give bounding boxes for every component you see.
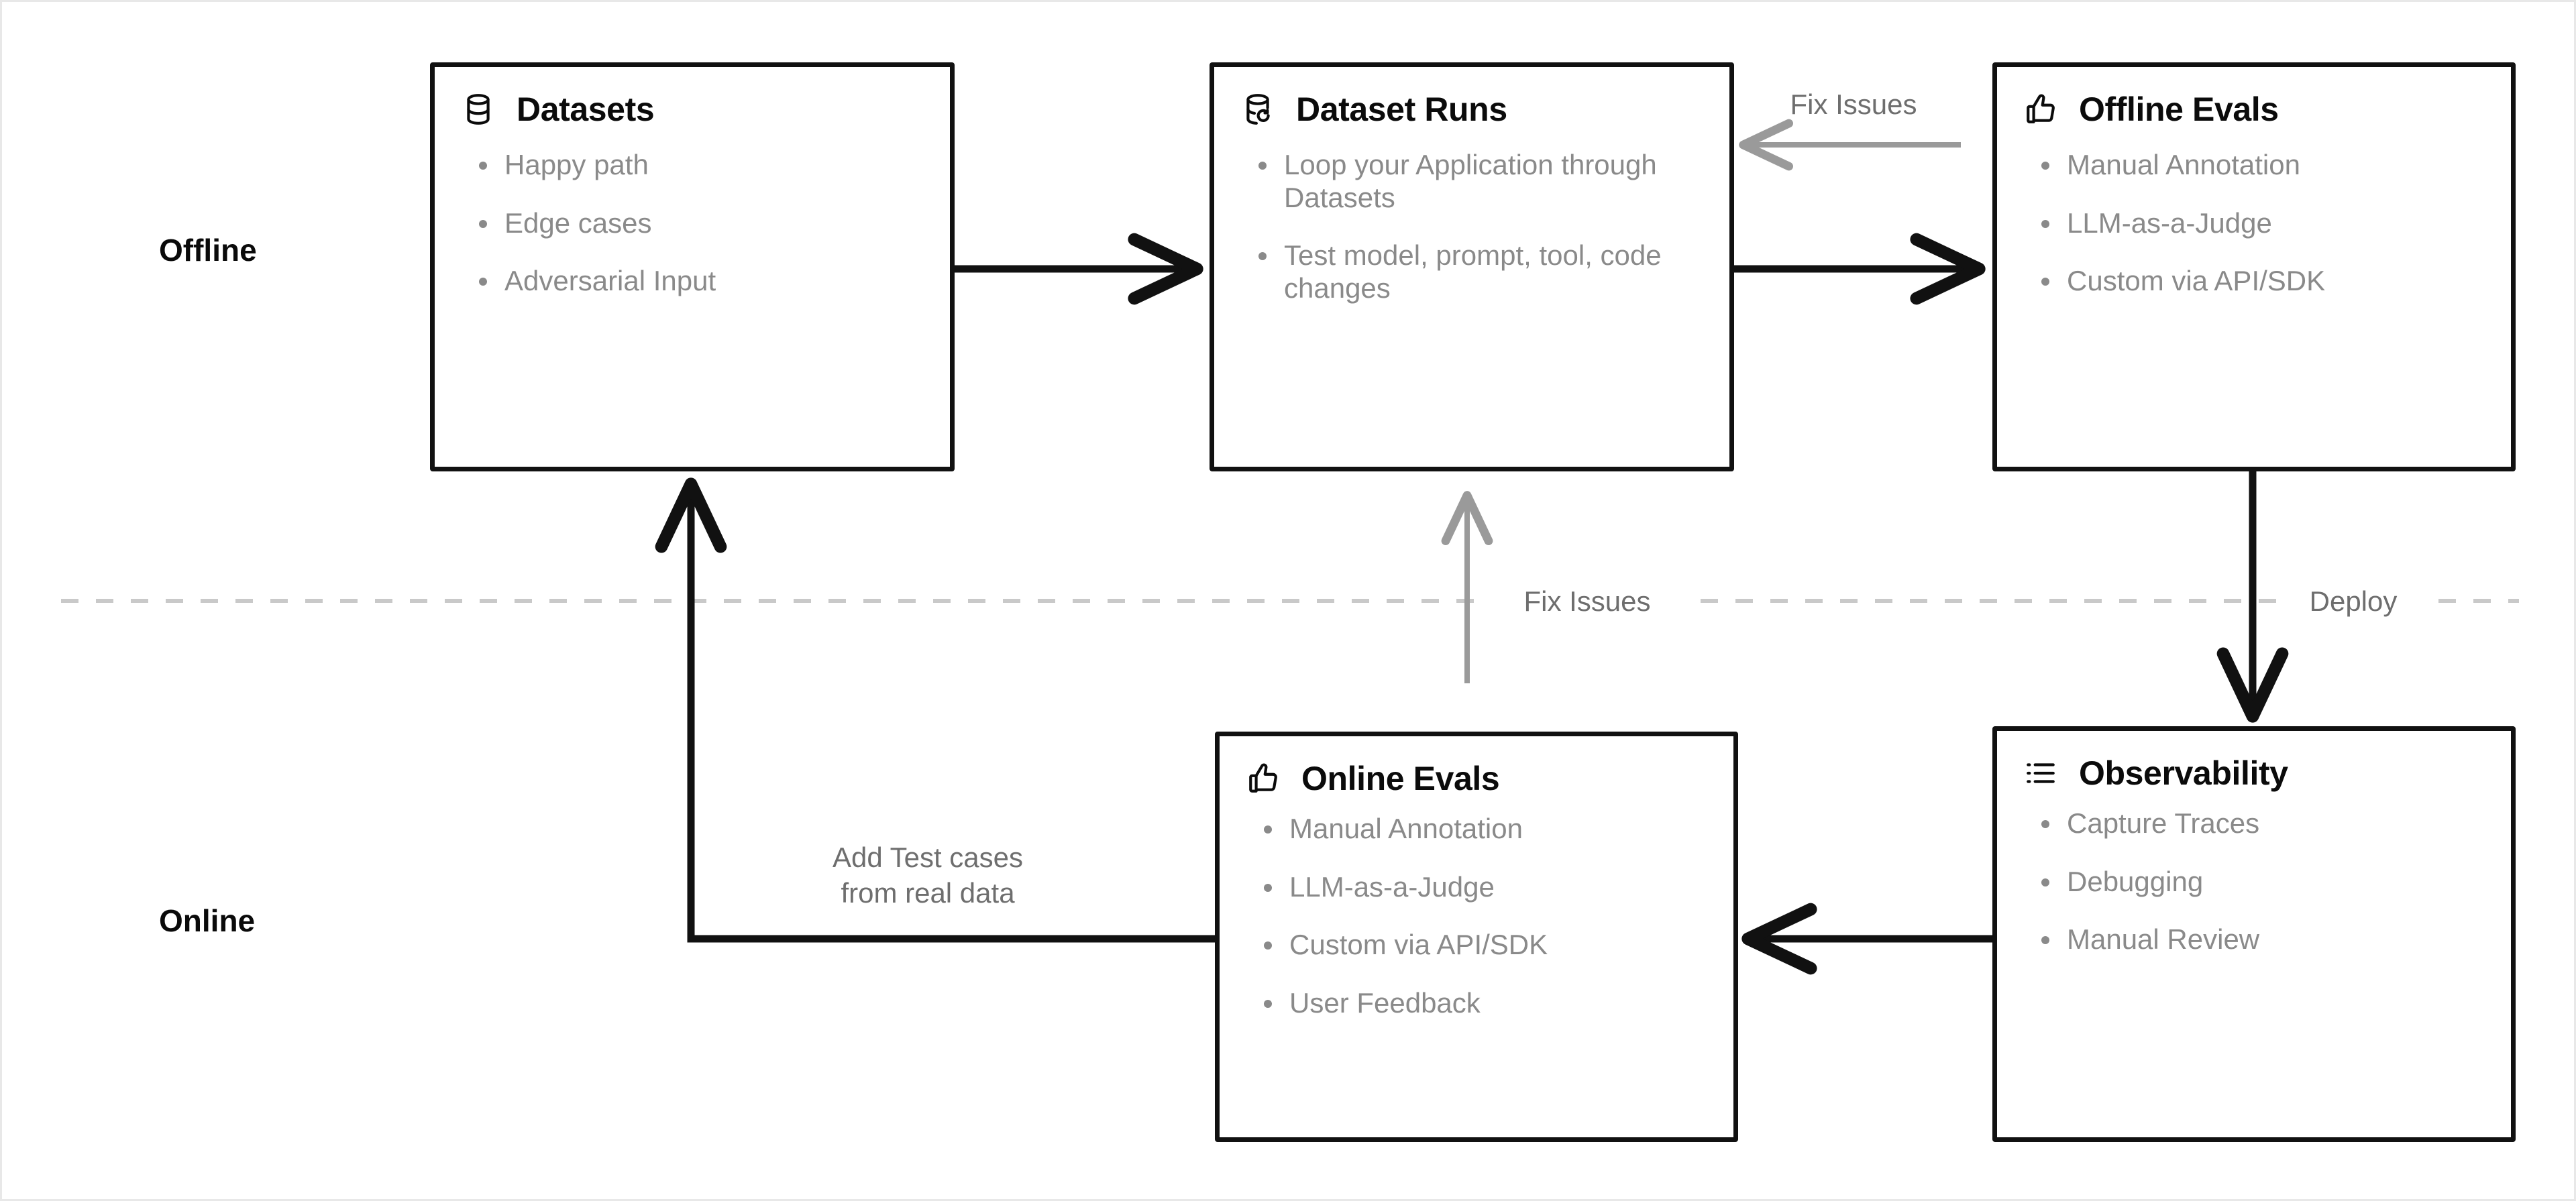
node-observability[interactable]: Observability Capture Traces Debugging M… — [1992, 726, 2516, 1142]
node-observability-header: Observability — [1997, 731, 2511, 790]
node-datasets-title: Datasets — [517, 91, 655, 128]
thumbs-up-icon — [1249, 763, 1277, 793]
list-item: Manual Review — [2041, 923, 2480, 956]
edge-label-fix-issues-middle: Fix Issues — [1485, 584, 1690, 620]
node-datasets[interactable]: Datasets Happy path Edge cases Adversari… — [430, 62, 955, 471]
list-item: Adversarial Input — [479, 265, 919, 298]
database-icon — [467, 94, 490, 125]
edge-label-deploy: Deploy — [2279, 584, 2428, 620]
list-item: User Feedback — [1264, 987, 1703, 1020]
list-tree-icon — [2027, 763, 2055, 783]
node-offline-evals[interactable]: Offline Evals Manual Annotation LLM-as-a… — [1992, 62, 2516, 471]
list-item: Manual Annotation — [1264, 813, 1703, 846]
node-dataset-runs-title: Dataset Runs — [1296, 91, 1507, 128]
zone-label-offline: Offline — [159, 233, 257, 268]
node-online-evals-bullets: Manual Annotation LLM-as-a-Judge Custom … — [1220, 795, 1733, 1020]
node-online-evals-title: Online Evals — [1301, 760, 1500, 797]
node-datasets-header: Datasets — [435, 67, 950, 126]
list-item: Debugging — [2041, 866, 2480, 899]
list-item: Test model, prompt, tool, code changes — [1258, 239, 1690, 304]
list-item: Edge cases — [479, 207, 919, 240]
node-online-evals-header: Online Evals — [1220, 736, 1733, 795]
edge-online-evals-to-datasets — [655, 477, 1215, 943]
node-offline-evals-bullets: Manual Annotation LLM-as-a-Judge Custom … — [1997, 126, 2511, 298]
node-offline-evals-title: Offline Evals — [2079, 91, 2279, 128]
database-refresh-icon — [1246, 94, 1270, 125]
list-item: Capture Traces — [2041, 807, 2480, 840]
node-dataset-runs-header: Dataset Runs — [1214, 67, 1729, 126]
list-item: Loop your Application through Datasets — [1258, 149, 1690, 214]
list-item: Happy path — [479, 149, 919, 182]
edge-label-add-test-cases: Add Test cases from real data — [832, 842, 1024, 909]
list-item: Custom via API/SDK — [2041, 265, 2480, 298]
node-dataset-runs[interactable]: Dataset Runs Loop your Application throu… — [1210, 62, 1734, 471]
list-item: LLM-as-a-Judge — [2041, 207, 2480, 240]
thumbs-up-icon — [2027, 94, 2055, 123]
node-observability-title: Observability — [2079, 754, 2288, 792]
node-online-evals[interactable]: Online Evals Manual Annotation LLM-as-a-… — [1215, 732, 1738, 1142]
node-dataset-runs-bullets: Loop your Application through Datasets T… — [1214, 126, 1729, 305]
node-observability-bullets: Capture Traces Debugging Manual Review — [1997, 790, 2511, 956]
list-item: Custom via API/SDK — [1264, 929, 1703, 962]
node-datasets-bullets: Happy path Edge cases Adversarial Input — [435, 126, 950, 298]
node-offline-evals-header: Offline Evals — [1997, 67, 2511, 126]
list-item: Manual Annotation — [2041, 149, 2480, 182]
zone-label-online: Online — [159, 903, 256, 938]
list-item: LLM-as-a-Judge — [1264, 871, 1703, 904]
edge-label-fix-issues-top: Fix Issues — [1790, 89, 1917, 120]
